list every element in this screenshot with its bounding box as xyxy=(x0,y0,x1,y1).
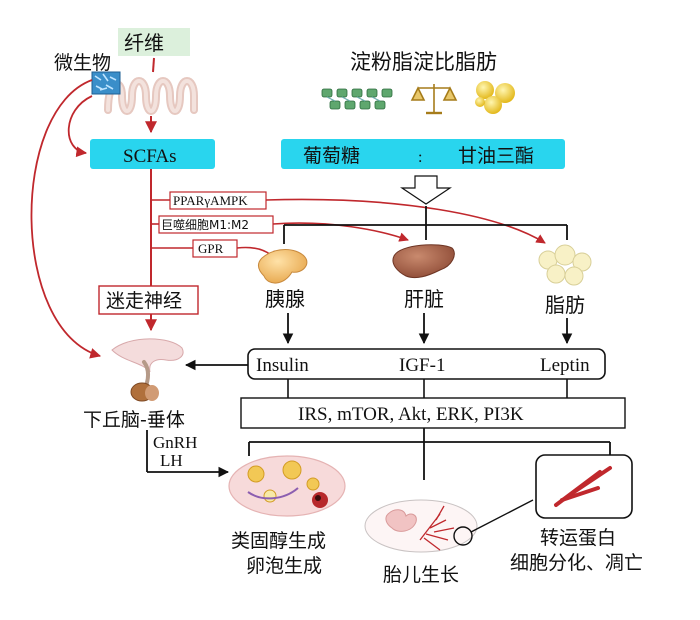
organ-bracket xyxy=(283,206,568,244)
hypothalamus-pituitary-label: 下丘脑-垂体 xyxy=(83,409,185,431)
vagus-box xyxy=(98,285,199,315)
transporter-label: 转运蛋白 xyxy=(540,527,616,549)
pancreas-icon xyxy=(257,249,308,284)
hollow-down-arrow xyxy=(400,175,452,205)
liver-label: 肝脏 xyxy=(404,287,444,311)
microbe-scfa-loop-arrow xyxy=(67,95,93,158)
balance-scale-icon xyxy=(410,84,458,115)
ppar-to-adipose-arrow xyxy=(265,198,546,244)
insulin-label: Insulin xyxy=(256,355,309,376)
glucose-molecules-icon xyxy=(321,88,393,110)
scfas-label: SCFAs xyxy=(123,146,177,167)
bacteria-icon xyxy=(91,71,121,95)
macronutrient-label: 淀粉脂淀比脂肪 xyxy=(350,50,497,74)
pathway-bracket xyxy=(248,428,611,480)
microbe-brain-arrow xyxy=(30,79,102,359)
glucose-label: 葡萄糖 xyxy=(303,145,360,167)
igf1-label: IGF-1 xyxy=(399,355,445,376)
fetus-placenta-icon xyxy=(364,499,478,553)
ppar-box xyxy=(169,191,267,210)
pathway-label: IRS, mTOR, Akt, ERK, PI3K xyxy=(298,404,524,425)
ratio-separator: : xyxy=(418,149,422,166)
macrophage-to-liver-arrow xyxy=(272,222,409,242)
adipose-label: 脂肪 xyxy=(545,293,585,317)
ovary-icon xyxy=(228,455,346,517)
gut-fiber-illustration xyxy=(104,77,198,115)
hormone-box xyxy=(247,348,606,380)
macrophage-label: 巨噬细胞M1:M2 xyxy=(161,217,249,232)
glucose-triglyceride-box xyxy=(281,139,565,169)
ppar-label: PPARγAMPK xyxy=(173,193,248,208)
blood-vessel-icon xyxy=(554,466,612,507)
vagus-label: 迷走神经 xyxy=(106,290,182,312)
pathway-box xyxy=(240,397,626,429)
microbe-label: 微生物 xyxy=(54,52,111,74)
fiber-label: 纤维 xyxy=(124,31,164,55)
liver-icon xyxy=(392,244,455,279)
fiber-label-box xyxy=(118,28,190,56)
fat-droplets-icon xyxy=(475,81,515,114)
scfas-box xyxy=(90,139,215,169)
pancreas-label: 胰腺 xyxy=(265,287,305,311)
cell-fate-label: 细胞分化、凋亡 xyxy=(510,552,643,574)
macrophage-box xyxy=(158,215,274,234)
triglyceride-label: 甘油三酯 xyxy=(458,145,534,167)
hypothalamus-pituitary-icon xyxy=(111,338,184,402)
fetal-growth-label: 胎儿生长 xyxy=(383,564,459,586)
steroidogenesis-label: 类固醇生成 xyxy=(231,530,326,552)
folliculogenesis-label: 卵泡生成 xyxy=(246,555,322,577)
leptin-label: Leptin xyxy=(540,355,590,376)
gpr-box xyxy=(192,239,238,258)
lh-label: LH xyxy=(160,451,183,470)
gpr-label: GPR xyxy=(198,241,224,256)
adipose-icon xyxy=(538,244,592,286)
gnrh-label: GnRH xyxy=(153,433,197,452)
